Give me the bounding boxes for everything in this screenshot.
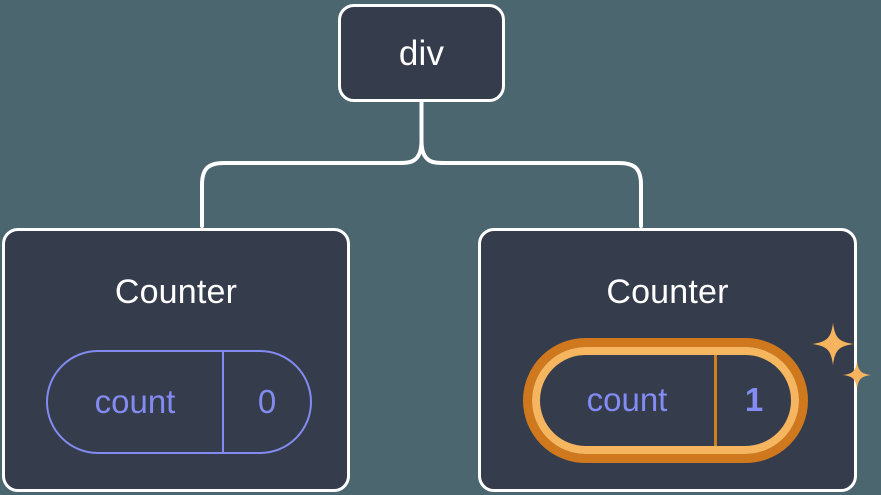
state-pill-key-right: count [586,381,668,418]
state-pill-count-right[interactable]: count 1 [523,338,808,463]
state-pill-key-left: count [94,382,176,420]
state-pill-outline-left: count 0 [46,350,312,454]
state-pill-count-left[interactable]: count 0 [46,350,312,454]
node-counter-left-title: Counter [114,273,238,311]
connector-branch-right [419,139,643,228]
node-counter-left[interactable]: Counter count 0 [2,228,350,492]
state-pill-value-right: 1 [714,355,791,446]
state-pill-highlight-ring [523,338,808,463]
state-pill-value-left: 0 [222,352,310,452]
connector-branch-left [200,139,424,228]
node-div[interactable]: div [338,4,505,102]
state-pill-outline-right: count 1 [532,347,799,454]
node-counter-right-title: Counter [606,273,729,311]
sparkle-small-icon [843,361,871,389]
node-counter-right[interactable]: Counter count 1 [478,228,871,492]
node-div-label: div [398,33,445,73]
sparkle-group [812,323,871,389]
sparkle-large-icon [812,323,854,365]
